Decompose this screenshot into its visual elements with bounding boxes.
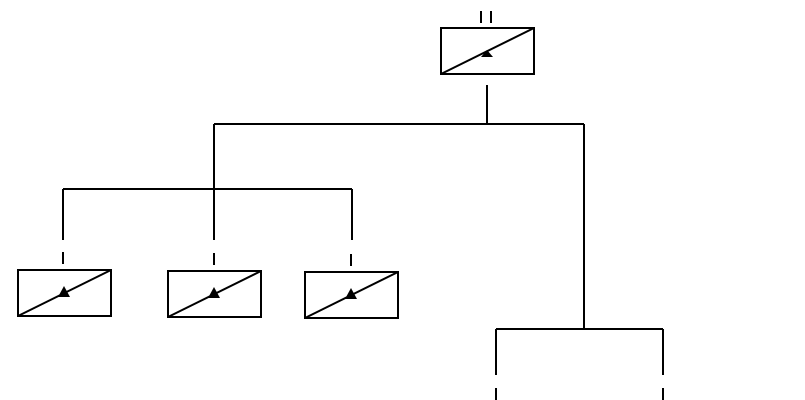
incoming-double-tick bbox=[480, 11, 492, 23]
converter-left-3 bbox=[304, 271, 399, 319]
converter-left-1 bbox=[17, 269, 112, 317]
triangle-marker-icon bbox=[208, 287, 220, 298]
triangle-marker-icon bbox=[345, 288, 357, 299]
top-converter bbox=[440, 27, 535, 75]
triangle-marker-icon bbox=[481, 50, 493, 57]
triangle-marker-icon bbox=[58, 286, 70, 297]
converter-left-2 bbox=[167, 270, 262, 318]
